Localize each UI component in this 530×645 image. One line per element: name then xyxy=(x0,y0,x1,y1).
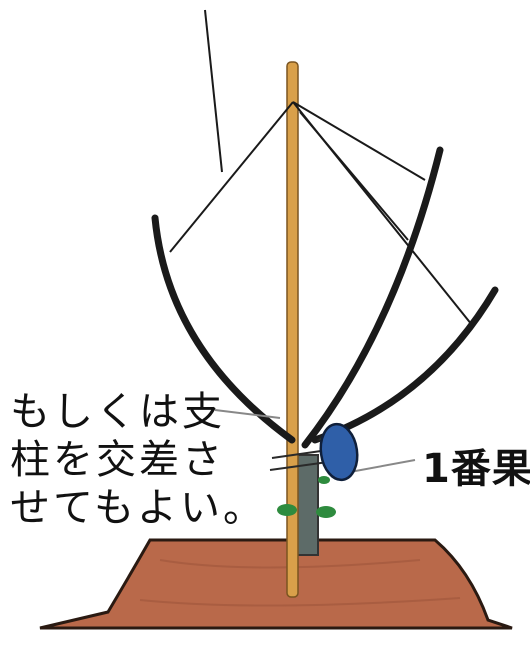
tie-strings xyxy=(169,9,473,326)
soil-shading xyxy=(139,559,461,607)
crossing-support-note: もしくは支 柱を交差さ せてもよい。 xyxy=(10,388,266,532)
right-lower-branch-stake xyxy=(311,286,499,444)
main-stem xyxy=(295,454,319,556)
first-fruit-label: 1番果 xyxy=(422,446,530,492)
twist-ties xyxy=(269,449,329,471)
right-upper-branch-stake xyxy=(301,146,444,449)
fruit-leader-line xyxy=(349,459,416,473)
eggplant-fruit xyxy=(319,422,359,482)
leaf-right xyxy=(316,506,336,518)
note-line-2: 柱を交差さ xyxy=(10,437,225,483)
leaf-left xyxy=(277,504,297,516)
note-leader-line xyxy=(214,409,281,419)
note-line-1: もしくは支 xyxy=(10,389,225,435)
center-pole xyxy=(286,61,299,598)
note-line-3: せてもよい。 xyxy=(10,485,266,531)
leaf-small xyxy=(318,476,330,484)
soil-mound xyxy=(39,538,513,630)
